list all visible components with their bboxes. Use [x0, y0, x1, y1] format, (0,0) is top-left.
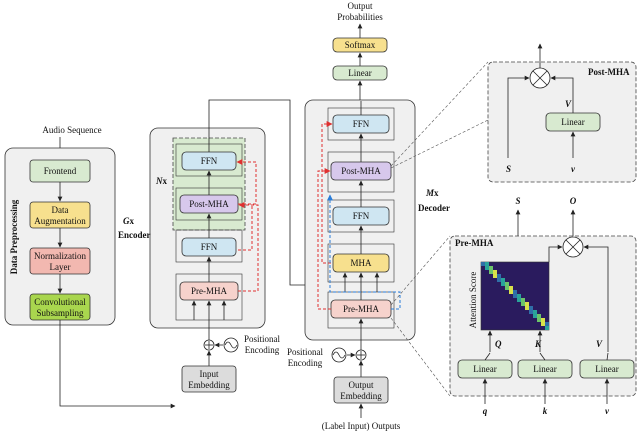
decoder-post-mha-label: Post-MHA	[341, 166, 381, 176]
output-embedding-label-2: Embedding	[340, 391, 382, 401]
pre-mha-linear-k-label: Linear	[533, 364, 556, 374]
heatmap-cell	[509, 286, 513, 290]
post-mha-v-lower-label: v	[571, 164, 576, 174]
heatmap-cell	[481, 262, 485, 266]
pre-mha-k-upper-label: K	[534, 339, 542, 349]
decoder-positional-label-2: Encoding	[288, 358, 323, 368]
encoder-name-label: Encoder	[118, 230, 151, 240]
heatmap-cell	[497, 278, 501, 282]
heatmap-cell	[513, 294, 517, 298]
normalization-label-1: Normalization	[34, 251, 86, 261]
label-input-outputs-label: (Label Input) Outputs	[322, 421, 401, 431]
heatmap-cell	[489, 266, 493, 270]
heatmap-cell	[493, 270, 497, 274]
post-mha-linear-label: Linear	[561, 117, 584, 127]
heatmap-cell	[505, 286, 509, 290]
post-mha-detail-title: Post-MHA	[588, 67, 630, 77]
heatmap-cell	[525, 302, 529, 306]
heatmap-cell	[501, 282, 505, 286]
audio-sequence-label: Audio Sequence	[42, 125, 101, 135]
heatmap-cell	[509, 290, 513, 294]
heatmap-cell	[529, 310, 533, 314]
pre-mha-linear-v-label: Linear	[595, 364, 618, 374]
heatmap-cell	[521, 302, 525, 306]
pre-mha-detail-section: S O Pre-MHA Attention Score Q K V Linear…	[390, 196, 637, 416]
post-mha-detail-section: Post-MHA V Linear S v	[390, 43, 637, 183]
heatmap-cell	[541, 318, 545, 322]
decoder-name-label: Decoder	[418, 203, 450, 213]
decoder-positional-label-1: Positional	[287, 347, 324, 357]
output-probabilities-label-2: Probabilities	[337, 12, 383, 22]
encoder-post-mha-label: Post-MHA	[189, 199, 229, 209]
heatmap-cell	[501, 278, 505, 282]
pre-mha-linear-q-label: Linear	[473, 364, 496, 374]
softmax-label: Softmax	[345, 40, 376, 50]
data-augmentation-label-2: Augmentation	[34, 216, 86, 226]
heatmap-cell	[517, 294, 521, 298]
output-probabilities-label-1: Output	[347, 1, 373, 11]
heatmap-cell	[489, 270, 493, 274]
pre-mha-s-output-label: S	[515, 196, 520, 206]
heatmap-cell	[493, 274, 497, 278]
encoder-repeat-label: Gx	[123, 216, 135, 226]
pre-mha-v-lower-label: v	[605, 406, 610, 416]
pre-mha-q-upper-label: Q	[495, 339, 502, 349]
normalization-label-2: Layer	[50, 262, 71, 272]
output-embedding-label-1: Output	[348, 380, 374, 390]
decoder-mha-label: MHA	[350, 258, 372, 268]
heatmap-cell	[513, 290, 517, 294]
encoder-ffn-top-label: FFN	[201, 156, 218, 166]
pre-mha-o-output-label: O	[570, 196, 577, 206]
decoder-linear-label: Linear	[348, 68, 371, 78]
heatmap-cell	[533, 314, 537, 318]
decoder-ffn-mid-label: FFN	[353, 211, 370, 221]
attention-heatmap-cells	[481, 262, 549, 330]
subsampling-label-2: Subsampling	[36, 308, 84, 318]
heatmap-cell	[541, 322, 545, 326]
subsampling-label-1: Convolutional	[34, 297, 86, 307]
post-mha-s-label: S	[506, 164, 511, 174]
encoder-nx-label: Nx	[155, 176, 168, 186]
attention-score-label: Attention Score	[468, 272, 478, 329]
decoder-ffn-top-label: FFN	[353, 119, 370, 129]
heatmap-cell	[517, 298, 521, 302]
heatmap-cell	[537, 318, 541, 322]
heatmap-cell	[545, 322, 549, 326]
preprocessing-title: Data Preprocessing	[9, 199, 19, 274]
heatmap-cell	[537, 314, 541, 318]
heatmap-cell	[485, 266, 489, 270]
pre-mha-q-lower-label: q	[483, 406, 488, 416]
encoder-section: Nx Gx Encoder FFN Post-MHA FFN Pre-MHA	[118, 99, 330, 393]
pre-mha-v-upper-label: V	[596, 339, 603, 349]
decoder-repeat-label: Mx	[425, 188, 439, 198]
heatmap-cell	[529, 306, 533, 310]
input-embedding-label-1: Input	[200, 369, 219, 379]
softmax-block	[332, 37, 388, 53]
heatmap-cell	[505, 282, 509, 286]
output-embedding-block	[333, 376, 389, 404]
pre-mha-k-lower-label: k	[543, 406, 548, 416]
decoder-linear-block	[332, 65, 388, 81]
heatmap-cell	[521, 298, 525, 302]
input-embedding-block	[181, 365, 237, 393]
heatmap-cell	[533, 310, 537, 314]
heatmap-cell	[545, 326, 549, 330]
data-augmentation-label-1: Data	[52, 205, 69, 215]
decoder-pre-mha-label: Pre-MHA	[343, 304, 379, 314]
pre-mha-detail-title: Pre-MHA	[455, 238, 494, 248]
heatmap-cell	[485, 262, 489, 266]
heatmap-cell	[497, 274, 501, 278]
post-mha-linear-block	[545, 112, 601, 132]
frontend-label: Frontend	[44, 166, 77, 176]
input-embedding-label-2: Embedding	[188, 380, 230, 390]
post-mha-v-upper-label: V	[565, 99, 572, 109]
preprocessing-section: Audio Sequence Data Preprocessing Fronte…	[4, 125, 176, 409]
encoder-positional-label-1: Positional	[244, 334, 281, 344]
encoder-positional-label-2: Encoding	[245, 345, 280, 355]
encoder-pre-mha-label: Pre-MHA	[191, 286, 227, 296]
heatmap-cell	[525, 306, 529, 310]
encoder-ffn-bottom-label: FFN	[201, 242, 218, 252]
decoder-section: Output Probabilities Softmax Linear Mx D…	[287, 1, 450, 431]
